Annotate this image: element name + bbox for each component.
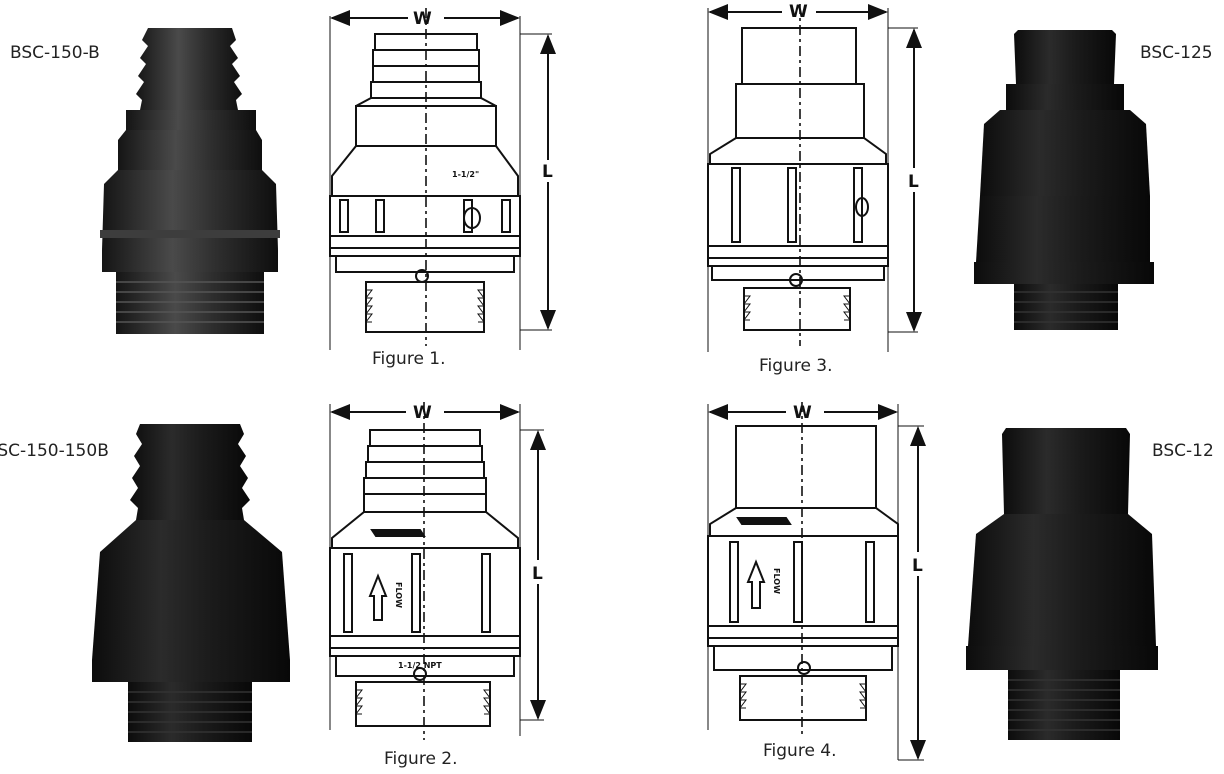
fig4-w-label: W xyxy=(793,403,812,423)
fig4-l-label: L xyxy=(912,556,923,576)
fig4-flow-marking: FLOW xyxy=(772,568,781,594)
figure-2-caption: Figure 2. xyxy=(384,749,458,769)
fig1-l-label: L xyxy=(542,162,553,182)
model-label-bsc-150-150b: BSC-150-150B xyxy=(0,441,109,461)
fig3-l-label: L xyxy=(908,172,919,192)
model-label-bsc-150-b: BSC-150-B xyxy=(10,43,100,63)
model-label-bsc-12: BSC-12 xyxy=(1152,441,1214,461)
figure-3-caption: Figure 3. xyxy=(759,356,833,376)
fig2-flow-marking: FLOW xyxy=(394,582,403,608)
photo-bsc-12 xyxy=(966,428,1158,740)
photo-bsc-150-150b xyxy=(92,424,290,742)
fig3-w-label: W xyxy=(789,2,808,22)
figure-1-caption: Figure 1. xyxy=(372,349,446,369)
figure-4-drawing xyxy=(707,402,926,761)
fig2-l-label: L xyxy=(532,564,543,584)
fig1-size-marking: 1-1/2" xyxy=(452,170,479,179)
figure-1-drawing xyxy=(329,8,556,350)
photo-bsc-125 xyxy=(974,30,1154,330)
photo-bsc-150-b xyxy=(100,28,280,334)
figure-3-drawing xyxy=(707,4,922,352)
figure-4-caption: Figure 4. xyxy=(763,741,837,761)
model-label-bsc-125: BSC-125 xyxy=(1140,43,1213,63)
fig1-w-label: W xyxy=(413,9,432,29)
fig2-thread-marking: 1-1/2 NPT xyxy=(398,661,442,670)
figure-2-drawing xyxy=(329,402,546,740)
fig2-w-label: W xyxy=(413,403,432,423)
